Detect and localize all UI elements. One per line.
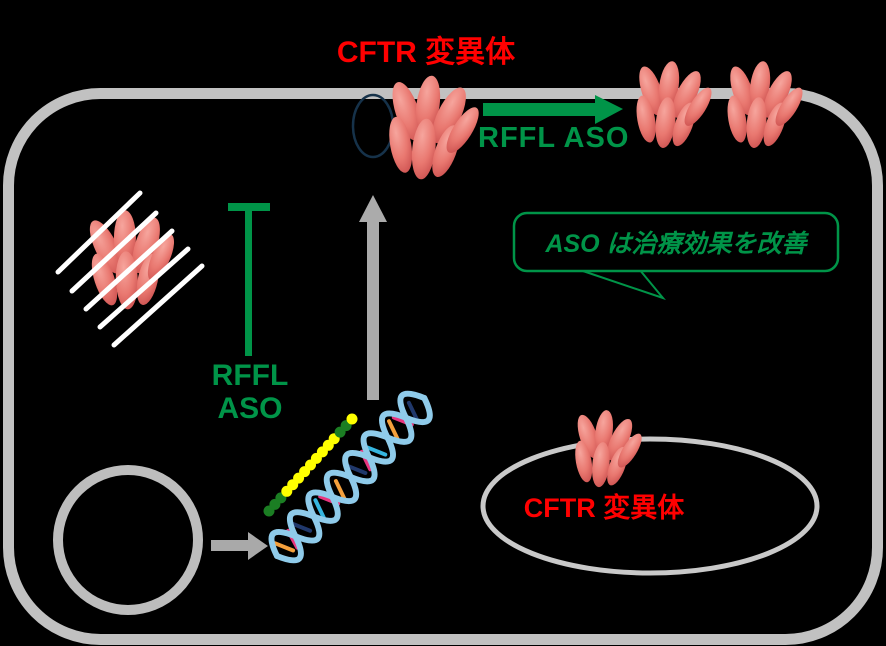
cftr-protein-membrane-right1	[633, 59, 717, 149]
inhibitor-label: RFFL ASO	[192, 359, 308, 425]
nucleus-export-arrow	[211, 532, 268, 560]
degradation-stripes	[55, 190, 205, 348]
title-cftr-mutant-top: CFTR 変異体	[336, 36, 516, 69]
cell-membrane	[3, 88, 883, 645]
nucleus	[53, 465, 203, 615]
mrna-helix	[268, 390, 433, 564]
cftr-protein-membrane-right2	[724, 59, 808, 149]
inhibition-t-bar	[228, 203, 270, 356]
inhibitor-label-line1: RFFL	[211, 359, 289, 392]
endosome-vesicle	[480, 436, 820, 576]
membrane-traffic-arrow	[483, 95, 623, 124]
membrane-pore-outline	[351, 93, 395, 159]
inhibitor-label-line2: ASO	[217, 392, 283, 425]
membrane-arrow-label: RFFL ASO	[478, 122, 630, 154]
endosome-cftr-label: CFTR 変異体	[523, 493, 685, 523]
aso-oligo-dots	[263, 413, 358, 517]
speech-bubble-tail	[576, 268, 667, 301]
speech-bubble-text: ASO は治療効果を改善	[545, 230, 807, 258]
up-arrow	[359, 195, 387, 400]
cftr-protein-endosome	[572, 409, 647, 488]
speech-bubble	[512, 211, 840, 273]
